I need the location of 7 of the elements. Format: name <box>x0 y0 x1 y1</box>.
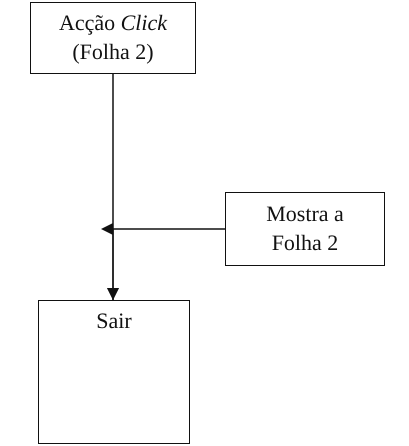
arrow <box>101 223 225 300</box>
process-box <box>38 300 190 444</box>
box-label: Acção Click (Folha 2) <box>58 9 168 66</box>
process-box <box>225 192 385 266</box>
box-label: Mostra a Folha 2 <box>265 200 345 257</box>
process-box <box>30 2 196 74</box>
box-label: Sair <box>96 307 132 335</box>
